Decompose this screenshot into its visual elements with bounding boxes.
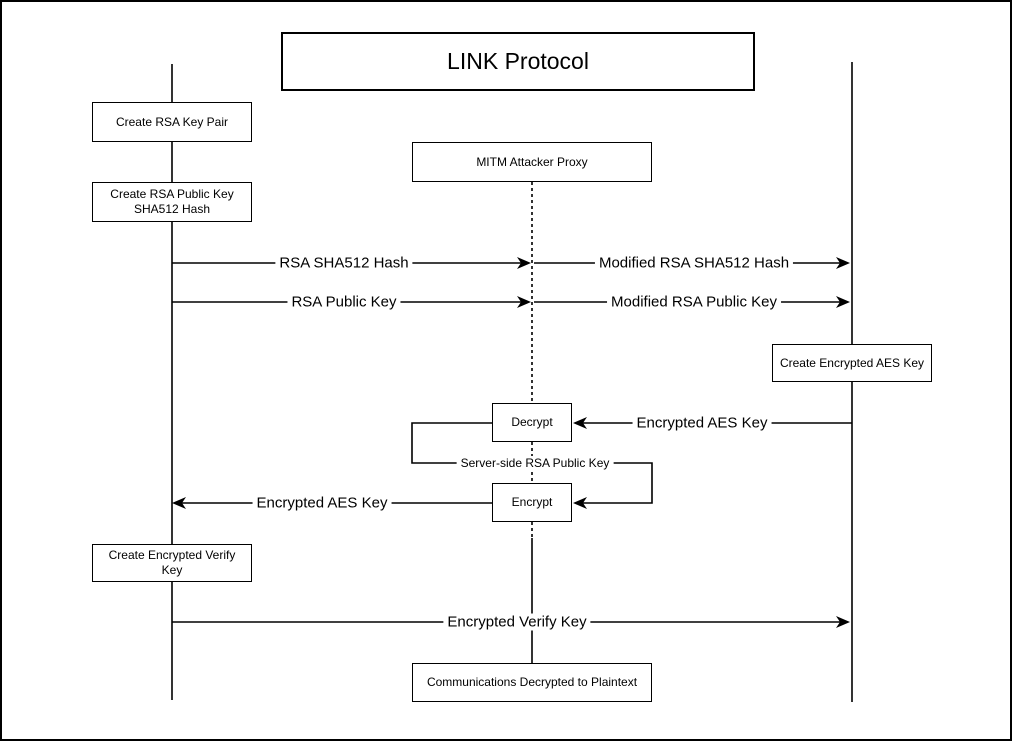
arrowhead-right-icon	[836, 257, 850, 269]
box-encrypt: Encrypt	[492, 483, 572, 522]
box-label: Create Encrypted AES Key	[779, 355, 925, 370]
box-create-rsa-key-pair: Create RSA Key Pair	[92, 102, 252, 142]
message-label-modified-rsa-sha512-hash: Modified RSA SHA512 Hash	[594, 254, 794, 272]
message-label-server-side-rsa-public-key: Server-side RSA Public Key	[456, 456, 614, 470]
box-label: MITM Attacker Proxy	[476, 154, 588, 169]
box-label: Create RSA Public Key SHA512 Hash	[110, 187, 234, 216]
message-label-encrypted-verify-key: Encrypted Verify Key	[443, 613, 591, 631]
arrowhead-left-icon	[172, 497, 186, 509]
arrowhead-right-icon	[517, 296, 531, 308]
message-label-rsa-public-key: RSA Public Key	[287, 293, 401, 311]
arrowhead-right-icon	[517, 257, 531, 269]
arrowhead-right-icon	[836, 296, 850, 308]
box-create-encrypted-verify-key: Create Encrypted Verify Key	[92, 544, 252, 582]
message-label-rsa-sha512-hash: RSA SHA512 Hash	[275, 254, 413, 272]
box-label: Create RSA Key Pair	[115, 114, 229, 129]
box-label: Create Encrypted Verify Key	[108, 548, 236, 577]
message-label-encrypted-aes-key-out: Encrypted AES Key	[252, 494, 392, 512]
box-create-encrypted-aes-key: Create Encrypted AES Key	[772, 344, 932, 382]
box-label: Decrypt	[511, 415, 553, 429]
box-create-rsa-public-key-sha512-hash: Create RSA Public Key SHA512 Hash	[92, 182, 252, 222]
message-label-encrypted-aes-key-in: Encrypted AES Key	[632, 414, 772, 432]
box-mitm-attacker-proxy: MITM Attacker Proxy	[412, 142, 652, 182]
arrowhead-right-icon	[836, 616, 850, 628]
arrowhead-left-icon	[573, 497, 587, 509]
box-label: Encrypt	[511, 495, 553, 509]
diagram-title: LINK Protocol	[281, 32, 755, 91]
message-label-modified-rsa-public-key: Modified RSA Public Key	[607, 293, 781, 311]
box-label: Communications Decrypted to Plaintext	[426, 675, 638, 689]
box-decrypt: Decrypt	[492, 403, 572, 442]
arrowhead-left-icon	[573, 417, 587, 429]
diagram-title-text: LINK Protocol	[447, 48, 589, 74]
box-communications-decrypted-to-plaintext: Communications Decrypted to Plaintext	[412, 663, 652, 702]
